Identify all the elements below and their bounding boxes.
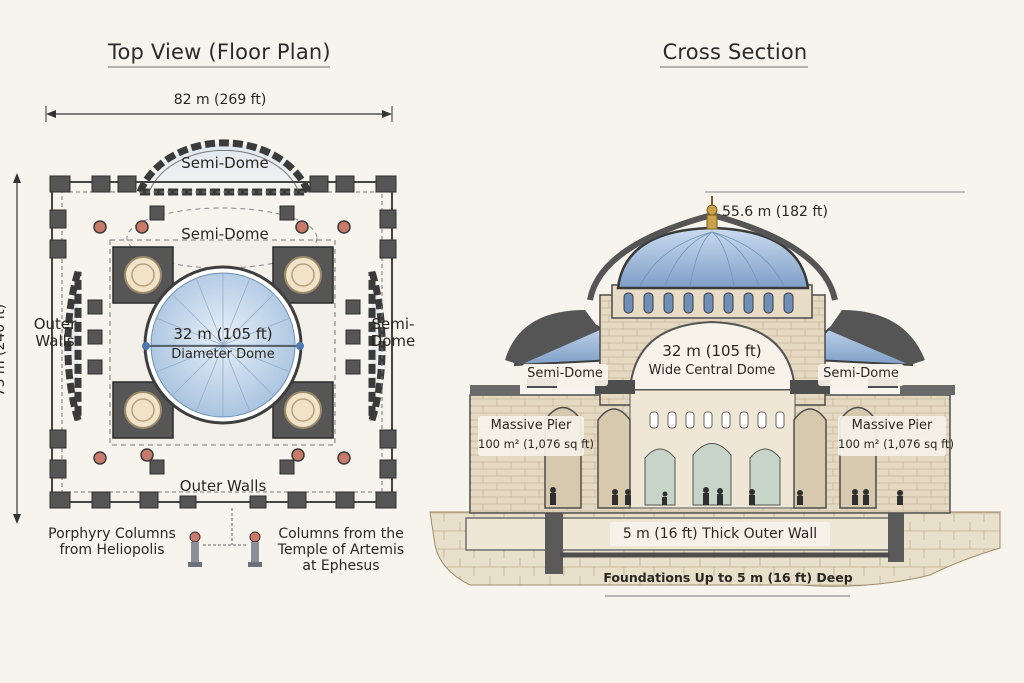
semi-dome-left-label: Semi-Dome [527,366,603,381]
pier-left-title: Massive Pier [490,418,572,433]
outer-walls-west-label: Outer Walls [33,315,77,351]
width-dimension-line [45,106,393,122]
artemis-columns-label: Columns from the Temple of Artemis at Ep… [277,526,405,575]
semi-dome-east-label: Semi- Dome [370,315,416,351]
semi-dome-north-label: Semi-Dome [181,154,269,172]
outer-wall-thickness-label: 5 m (16 ft) Thick Outer Wall [622,526,818,542]
floor-plan-dome-size: 32 m (105 ft) [173,325,273,343]
pier-right-title: Massive Pier [851,418,933,433]
people-silhouettes [550,487,903,505]
length-dimension-label: 73 m (240 ft) [0,303,8,397]
floor-plan-title: Top View (Floor Plan) [108,40,331,64]
pier-right-area: 100 m² (1,076 sq ft) [838,437,954,451]
porphyry-columns-label: Porphyry Columns from Heliopolis [48,526,176,559]
north-apse [134,139,314,196]
pier-left-area: 100 m² (1,076 sq ft) [478,437,594,451]
floor-plan-dome-caption: Diameter Dome [171,347,275,362]
perimeter-wall-blocks [49,175,397,509]
cross-section-title: Cross Section [662,40,808,64]
height-dimension-label: 55.6 m (182 ft) [722,204,828,220]
semi-dome-inner-label: Semi-Dome [181,225,269,243]
porphyry-column-icon [188,531,202,567]
semi-dome-right-label: Semi-Dome [823,366,899,381]
artemis-column-icon [248,531,262,567]
central-dome-plan [142,265,304,425]
dome-finial [706,196,718,230]
outer-wall-outline [51,181,393,503]
cross-section-dome-size: 32 m (105 ft) [662,342,762,360]
foundation-depth-label: Foundations Up to 5 m (16 ft) Deep [603,570,853,585]
column-markers [93,220,351,465]
outer-walls-south-label: Outer Walls [179,477,267,495]
length-dimension-line [13,173,21,524]
cross-section-dome-caption: Wide Central Dome [648,363,776,378]
width-dimension-label: 82 m (269 ft) [173,92,267,108]
west-apse [64,270,82,422]
